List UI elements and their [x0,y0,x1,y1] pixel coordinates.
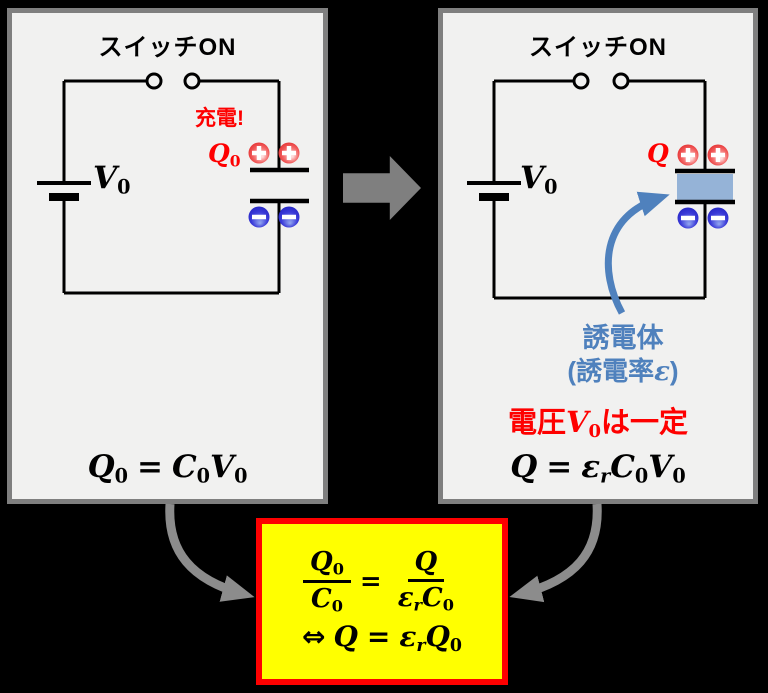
voltage-constant-note: 電圧V0は一定 [507,405,689,443]
capacitor-plates [675,168,735,205]
result-formula-box: Q0 C0 = Q εrC0 ⇔Q=εrQ0 [256,518,508,685]
capacitor-plates [250,167,309,204]
charging-label: 充電! [195,107,244,130]
fraction-left: Q0 C0 [303,547,351,616]
right-circuit-drawing [467,72,735,315]
dielectric-label: 誘電体 [582,323,664,353]
positive-charge-icons [677,144,729,166]
negative-charge-icons [677,207,729,229]
left-formula: Q0=C0V0 [87,448,248,487]
permittivity-label: (誘電率ε) [567,356,679,387]
right-panel-title: スイッチON [529,34,667,61]
left-circuit-drawing [37,72,309,295]
switch-icon [572,72,630,90]
positive-charge-icons [248,142,300,164]
right-charge-label: Q [647,139,669,168]
right-voltage-label: V0 [520,160,558,199]
battery-icon [37,181,91,201]
dielectric-block [677,174,733,200]
result-equation-line1: Q0 C0 = Q εrC0 [303,547,461,616]
result-equation-line2: ⇔Q=εrQ0 [302,619,462,656]
left-voltage-label: V0 [93,160,131,199]
negative-charge-icons [248,206,300,228]
connector-arrow-right [509,503,602,603]
dielectric-pointer-arrow [604,191,670,315]
fraction-right: Q εrC0 [397,547,454,615]
right-formula: Q=εrC0V0 [510,448,686,487]
circuit-wires [492,79,707,300]
panel-dielectric-circuit: スイッチON Q V0 誘電体 (誘電率ε) 電圧V0は一定 Q=εrC0V0 [438,8,758,504]
transition-arrow-icon [343,156,421,220]
connector-arrow-left [165,503,255,602]
panel-charging-circuit: スイッチON 充電! Q0 V0 Q0=C0V0 [7,8,328,504]
battery-icon [467,181,521,201]
left-panel-title: スイッチON [98,34,237,61]
switch-icon [145,72,201,90]
left-charge-label: Q0 [208,139,241,171]
